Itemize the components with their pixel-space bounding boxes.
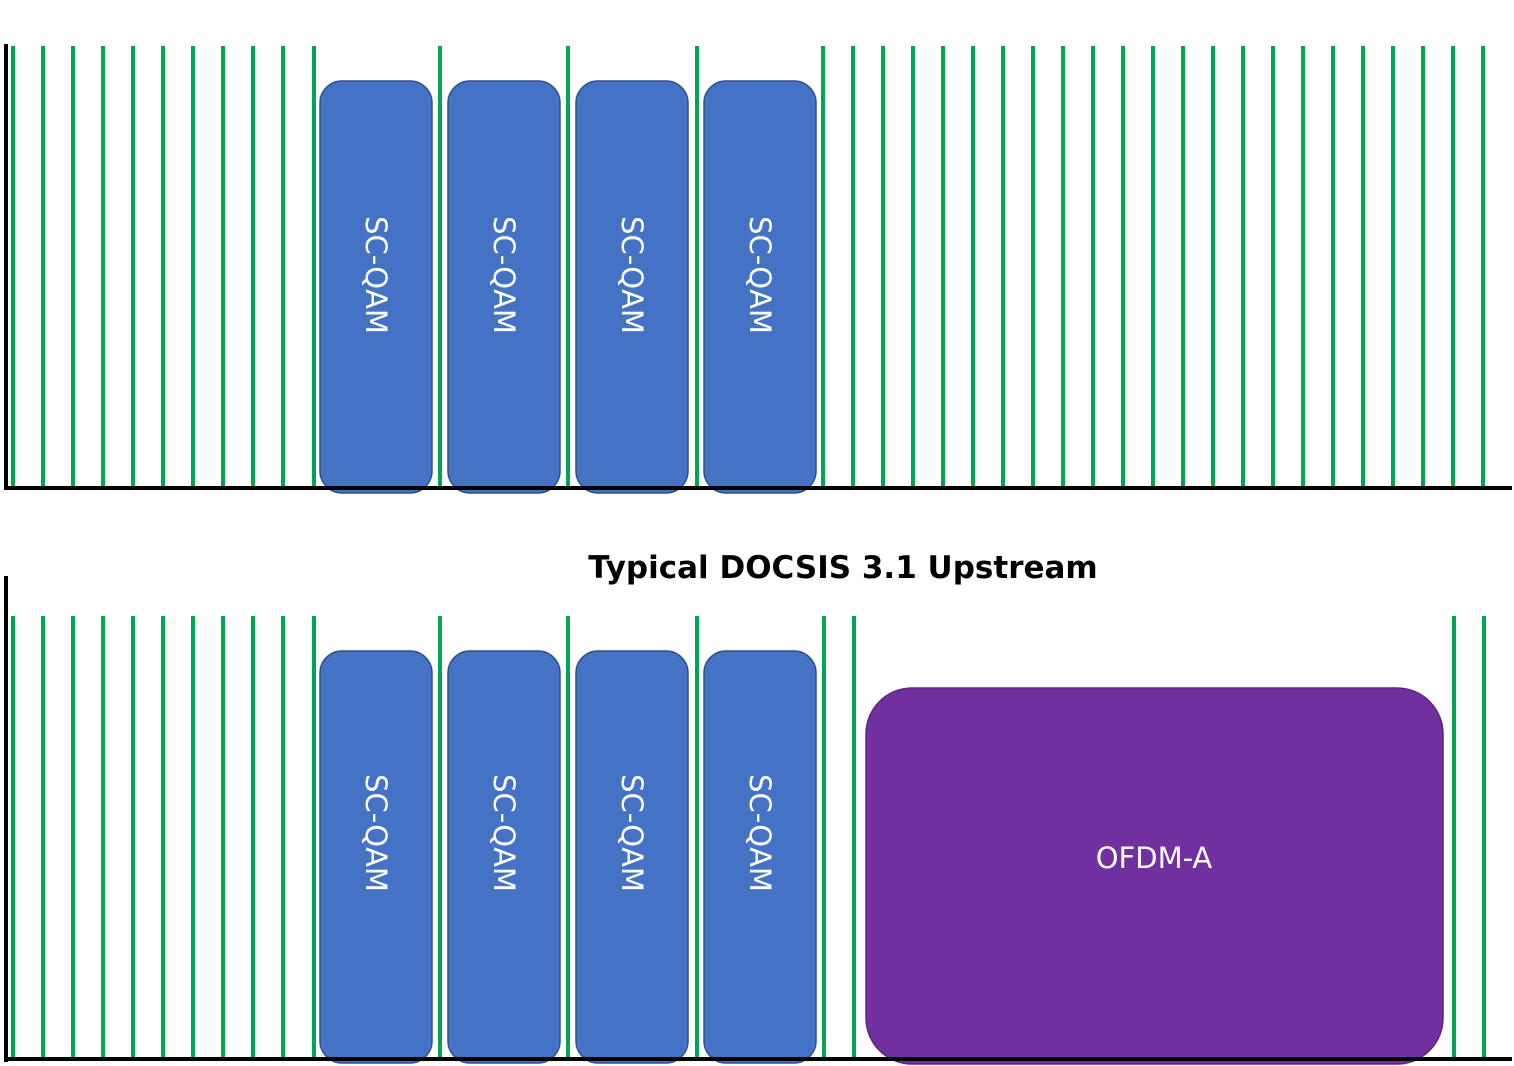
ofdma-label: OFDM-A [1096, 841, 1213, 875]
carrier-group-bottom [11, 616, 1486, 1059]
sc-qam-channel: SC-QAM [319, 650, 433, 1064]
sc-qam-label: SC-QAM [487, 216, 521, 334]
sc-qam-channel: SC-QAM [447, 80, 561, 494]
sc-qam-label: SC-QAM [359, 216, 393, 334]
sc-qam-channel: SC-QAM [703, 80, 817, 494]
upstream-spectrum-top: SC-QAM SC-QAM SC-QAM SC-QAM [4, 44, 1512, 494]
sc-qam-channel: SC-QAM [447, 650, 561, 1064]
sc-qam-channel: SC-QAM [703, 650, 817, 1064]
diagram-caption: Typical DOCSIS 3.1 Upstream [588, 550, 1097, 586]
sc-qam-label: SC-QAM [743, 774, 777, 892]
sc-qam-label: SC-QAM [615, 216, 649, 334]
sc-qam-channel: SC-QAM [319, 80, 433, 494]
upstream-spectrum-bottom: SC-QAM SC-QAM SC-QAM SC-QAM OFDM-A [4, 576, 1512, 1065]
sc-qam-channel: SC-QAM [575, 80, 689, 494]
sc-qam-label: SC-QAM [615, 774, 649, 892]
sc-qam-label: SC-QAM [743, 216, 777, 334]
ofdma-block: OFDM-A [865, 687, 1444, 1065]
sc-qam-label: SC-QAM [487, 774, 521, 892]
sc-qam-channel: SC-QAM [575, 650, 689, 1064]
sc-qam-label: SC-QAM [359, 774, 393, 892]
carrier-group-top [11, 46, 1485, 488]
